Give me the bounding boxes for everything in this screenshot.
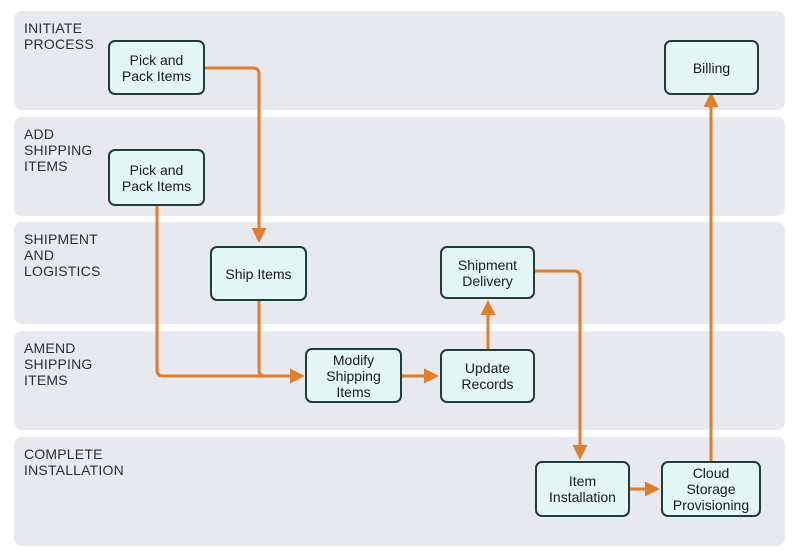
node-cloud-storage-provisioning[interactable]: Cloud Storage Provisioning	[661, 461, 761, 517]
connector-shipment-delivery-to-item-installation	[535, 269, 588, 460]
node-pick-and-pack-items-initiate[interactable]: Pick and Pack Items	[108, 40, 205, 95]
node-shipment-delivery[interactable]: Shipment Delivery	[440, 246, 535, 299]
node-modify-shipping-items[interactable]: Modify Shipping Items	[305, 348, 402, 403]
connector-pick-pack-2-to-modify-shipping	[155, 206, 265, 378]
connector-pick-pack-to-ship-items	[205, 66, 267, 243]
lane-label-initiate-process: INITIATE PROCESS	[24, 20, 94, 52]
node-item-installation[interactable]: Item Installation	[535, 461, 630, 517]
node-billing[interactable]: Billing	[664, 40, 759, 95]
node-update-records[interactable]: Update Records	[440, 349, 535, 403]
lane-label-amend-shipping-items: AMEND SHIPPING ITEMS	[24, 340, 93, 388]
node-pick-and-pack-items-add-shipping[interactable]: Pick and Pack Items	[108, 149, 205, 206]
connector-ship-items-to-modify-shipping	[257, 301, 305, 384]
node-ship-items[interactable]: Ship Items	[210, 246, 307, 301]
lane-shipment-and-logistics: SHIPMENT AND LOGISTICS	[14, 222, 785, 324]
lane-label-complete-installation: COMPLETE INSTALLATION	[24, 446, 124, 478]
lane-label-add-shipping-items: ADD SHIPPING ITEMS	[24, 126, 93, 174]
lane-label-shipment-and-logistics: SHIPMENT AND LOGISTICS	[24, 231, 101, 279]
